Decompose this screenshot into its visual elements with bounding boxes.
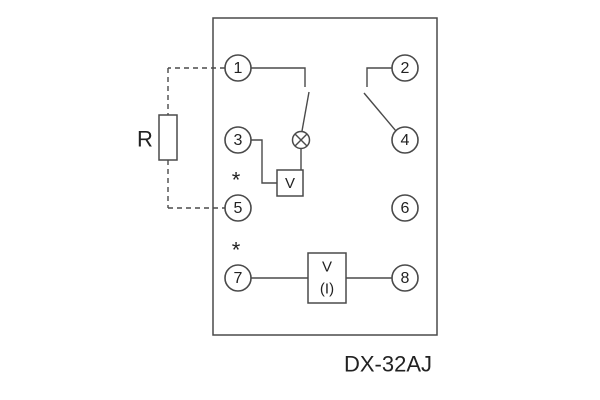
- meter-label-top: V: [322, 259, 332, 276]
- terminal-7-label: 7: [234, 270, 243, 287]
- terminal-8: 8: [391, 264, 419, 292]
- terminal-6: 6: [391, 194, 419, 222]
- meter-label-bottom: (I): [320, 281, 334, 298]
- terminal-2-circle: [391, 54, 419, 82]
- terminal-8-circle: [391, 264, 419, 292]
- terminal-1-circle: [224, 54, 252, 82]
- terminal-1-label: 1: [234, 60, 243, 77]
- lamp-cross-2: [294, 133, 308, 147]
- terminal-2-label: 2: [401, 60, 410, 77]
- terminal-4-label: 4: [401, 132, 410, 149]
- terminal-3: 3: [224, 126, 252, 154]
- terminal-5-circle: [224, 194, 252, 222]
- polarity-mark-2: *: [232, 238, 241, 263]
- meter-element: V (I): [307, 252, 347, 304]
- resistor-label: R: [137, 127, 153, 152]
- terminal-2: 2: [391, 54, 419, 82]
- polarity-mark-1: *: [232, 168, 241, 193]
- terminal-6-label: 6: [401, 200, 410, 217]
- device-model-label: DX-32AJ: [344, 352, 432, 377]
- relay-case-outline: [212, 17, 438, 336]
- contact-blade-right-icon: [363, 92, 397, 132]
- wire-terminal2-contact: [366, 67, 392, 87]
- coil-label: V: [285, 175, 295, 192]
- terminal-8-label: 8: [401, 270, 410, 287]
- resistor-body-icon: [158, 114, 178, 161]
- terminal-5: 5: [224, 194, 252, 222]
- terminal-3-label: 3: [234, 132, 243, 149]
- terminal-6-circle: [391, 194, 419, 222]
- terminal-7-circle: [224, 264, 252, 292]
- terminal-5-label: 5: [234, 200, 243, 217]
- terminal-4-circle: [391, 126, 419, 154]
- external-resistor-branch: R: [137, 67, 225, 209]
- contact-blade-left-icon: [301, 91, 310, 132]
- terminal-4: 4: [391, 126, 419, 154]
- terminal-7: 7: [224, 264, 252, 292]
- coil-box: [276, 169, 304, 197]
- wire-terminal3-coil: [251, 139, 277, 184]
- wire-terminal1-contact: [251, 67, 306, 87]
- voltage-coil: V: [276, 169, 304, 197]
- terminal-3-circle: [224, 126, 252, 154]
- lamp-icon: [291, 130, 311, 150]
- terminal-1: 1: [224, 54, 252, 82]
